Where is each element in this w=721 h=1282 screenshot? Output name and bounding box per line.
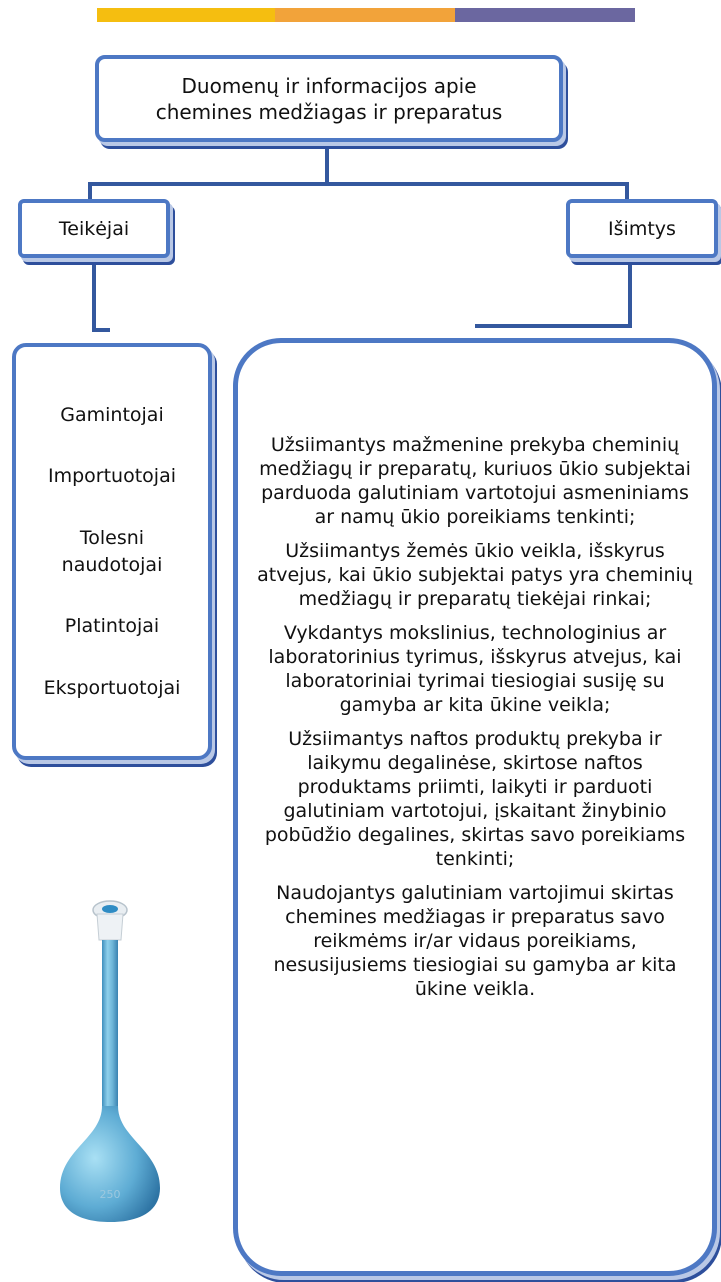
- list-item: Gamintojai: [60, 403, 164, 426]
- exemption-paragraph: Naudojantys galutiniam vartojimui skirta…: [273, 882, 677, 1000]
- list-item: Platintojai: [64, 615, 160, 637]
- title-box: Duomenų ir informacijos apie chemines me…: [95, 55, 563, 142]
- connector-left-down: [92, 262, 96, 332]
- header-bar-orange: [275, 8, 455, 22]
- list-item: Importuotojai: [48, 465, 176, 487]
- header-bar-purple: [455, 8, 635, 22]
- exemption-paragraph: Vykdantys mokslinius, technologinius ar …: [268, 622, 682, 716]
- connector-right-up: [625, 182, 629, 200]
- exemptions-box: Užsiimantys mažmenine prekyba cheminių m…: [233, 338, 717, 1276]
- right-branch-label: Išimtys: [608, 217, 676, 240]
- title-line-1: Duomenų ir informacijos apie: [181, 73, 477, 98]
- exemption-paragraph: Užsiimantys žemės ūkio veikla, išskyrus …: [257, 540, 693, 610]
- connector-horizontal: [88, 182, 628, 186]
- volumetric-flask-icon: 250: [60, 900, 160, 1222]
- list-item: Eksportuotojai: [43, 676, 181, 699]
- left-branch-label: Teikėjai: [58, 217, 130, 240]
- connector-title-down: [325, 142, 329, 184]
- left-branch-label-box: Teikėjai: [18, 199, 170, 258]
- flask-volume-mark: 250: [100, 1188, 121, 1201]
- connector-right-hook: [475, 324, 632, 328]
- right-branch-label-box: Išimtys: [566, 199, 718, 258]
- connector-left-up: [88, 182, 92, 200]
- connector-left-hook: [92, 328, 110, 332]
- exemption-paragraph: Užsiimantys naftos produktų prekyba ir l…: [264, 728, 686, 870]
- title-line-2: chemines medžiagas ir preparatus: [155, 99, 503, 124]
- connector-right-down: [628, 262, 632, 328]
- exemption-paragraph: Užsiimantys mažmenine prekyba cheminių m…: [259, 434, 691, 528]
- header-bar-yellow: [97, 8, 275, 22]
